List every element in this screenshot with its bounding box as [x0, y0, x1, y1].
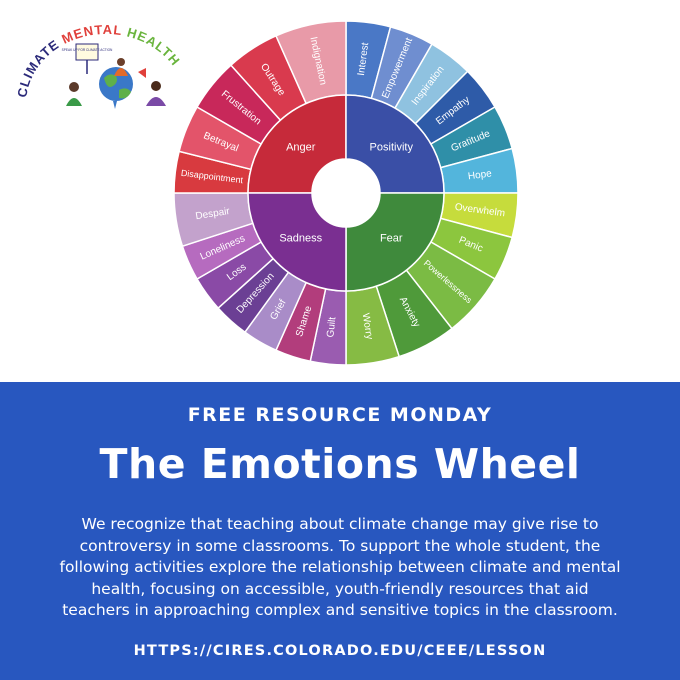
info-banner: FREE RESOURCE MONDAY The Emotions Wheel …: [0, 382, 680, 680]
climate-mental-health-logo: CLIMATE MENTAL HEALTH SPEAK UP FOR CLIMA…: [18, 22, 182, 109]
resource-link[interactable]: HTTPS://CIRES.COLORADO.EDU/CEEE/LESSON: [133, 643, 547, 659]
wheel-core-label-sadness: Sadness: [279, 232, 322, 244]
wheel-label-interest: Interest: [356, 42, 371, 77]
banner-description: We recognize that teaching about climate…: [59, 515, 621, 619]
wheel-label-worry: Worry: [360, 312, 375, 340]
logo-word-mental: MENTAL: [59, 22, 123, 47]
wheel-core-label-anger: Anger: [286, 142, 316, 154]
banner-kicker: FREE RESOURCE MONDAY: [187, 404, 493, 426]
earth-with-people-icon: SPEAK UP FOR CLIMATE ACTION: [62, 43, 166, 109]
wheel-label-guilt: Guilt: [325, 316, 338, 338]
banner-title: The Emotions Wheel: [99, 440, 581, 488]
wheel-center: [312, 159, 380, 227]
wheel-core-fear: [345, 192, 445, 292]
wheel-core-label-fear: Fear: [380, 232, 403, 244]
graphic-area: CLIMATE MENTAL HEALTH SPEAK UP FOR CLIMA…: [18, 20, 519, 366]
logo-word-climate: CLIMATE: [18, 37, 62, 99]
wheel-core-anger: [247, 94, 347, 194]
wheel-label-despair: Despair: [195, 206, 231, 222]
protest-sign-text: SPEAK UP FOR CLIMATE ACTION: [62, 48, 113, 52]
wheel-label-hope: Hope: [467, 168, 493, 182]
wheel-core-label-positivity: Positivity: [370, 142, 414, 154]
